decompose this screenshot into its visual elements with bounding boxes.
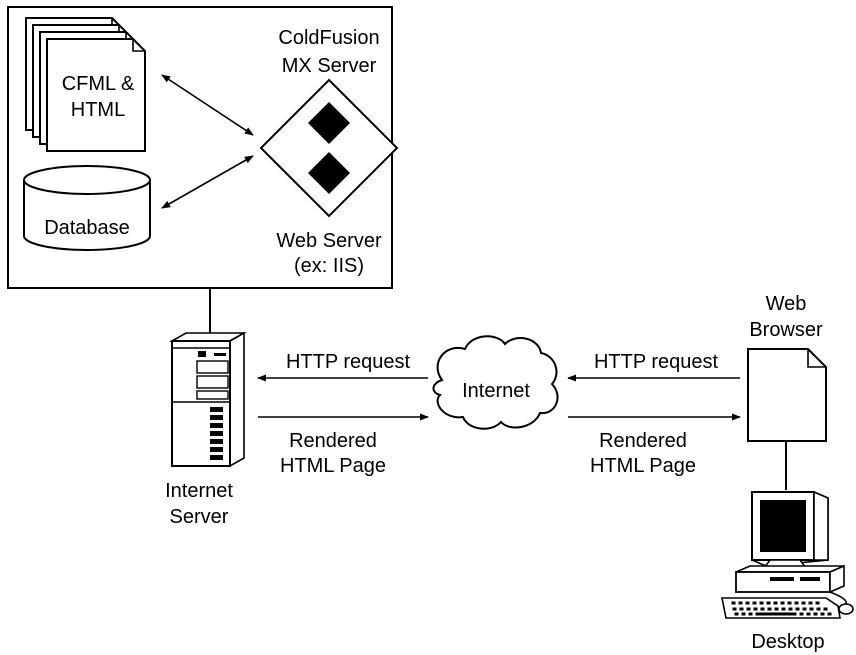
database-icon: [23, 165, 151, 251]
files-label-line1: CFML &: [62, 73, 135, 95]
files-icon: [25, 17, 146, 152]
right-request-label: HTTP request: [594, 351, 719, 373]
browser-label-line1: Web: [766, 293, 807, 315]
database-label: Database: [44, 217, 130, 239]
database-server-arrow: [161, 155, 254, 209]
server-diamond-icon: [259, 78, 399, 218]
internet-label: Internet: [462, 380, 530, 402]
webserver-label-line2: (ex: IIS): [294, 255, 364, 277]
internet-server-label-line1: Internet: [165, 480, 233, 502]
files-server-arrow: [161, 74, 254, 136]
coldfusion-label-line2: MX Server: [282, 55, 377, 77]
desktop-label: Desktop: [751, 631, 824, 653]
files-label-line2: HTML: [71, 99, 125, 121]
coldfusion-label-line1: ColdFusion: [278, 27, 379, 49]
internet-server-label-line2: Server: [170, 506, 229, 528]
left-response-label-line2: HTML Page: [280, 455, 386, 477]
right-response-label-line1: Rendered: [599, 430, 687, 452]
internet-cloud-icon: [432, 335, 559, 430]
left-request-label: HTTP request: [286, 351, 411, 373]
webserver-label-line1: Web Server: [276, 230, 382, 252]
left-response-label-line1: Rendered: [289, 430, 377, 452]
browser-label-line2: Browser: [749, 319, 823, 341]
internet-server-icon: [168, 331, 248, 468]
desktop-computer-icon: [721, 490, 854, 619]
right-response-label-line2: HTML Page: [590, 455, 696, 477]
browser-document-icon: [747, 348, 827, 442]
